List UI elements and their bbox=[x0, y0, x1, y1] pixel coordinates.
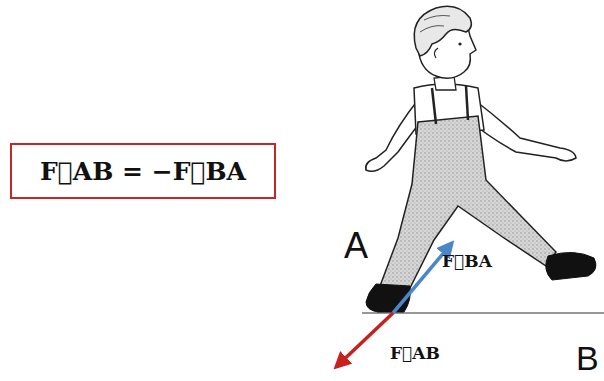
suspender bbox=[466, 86, 468, 120]
point-label: B bbox=[576, 340, 599, 377]
hair-strands bbox=[420, 16, 450, 33]
eye bbox=[458, 42, 461, 45]
force-vector-ab bbox=[336, 313, 393, 367]
overalls bbox=[380, 116, 556, 288]
hair bbox=[414, 6, 471, 56]
ground-line bbox=[362, 312, 604, 313]
ear bbox=[434, 48, 438, 58]
force-label: F⃗AB bbox=[390, 344, 440, 363]
point-label: A bbox=[344, 226, 368, 266]
force-label: F⃗BA bbox=[442, 252, 492, 271]
formula-box: F⃗AB = −F⃗BA bbox=[10, 143, 276, 199]
front-shoe bbox=[546, 252, 596, 280]
suspender bbox=[432, 88, 436, 124]
formula-text: F⃗AB = −F⃗BA bbox=[40, 157, 246, 186]
